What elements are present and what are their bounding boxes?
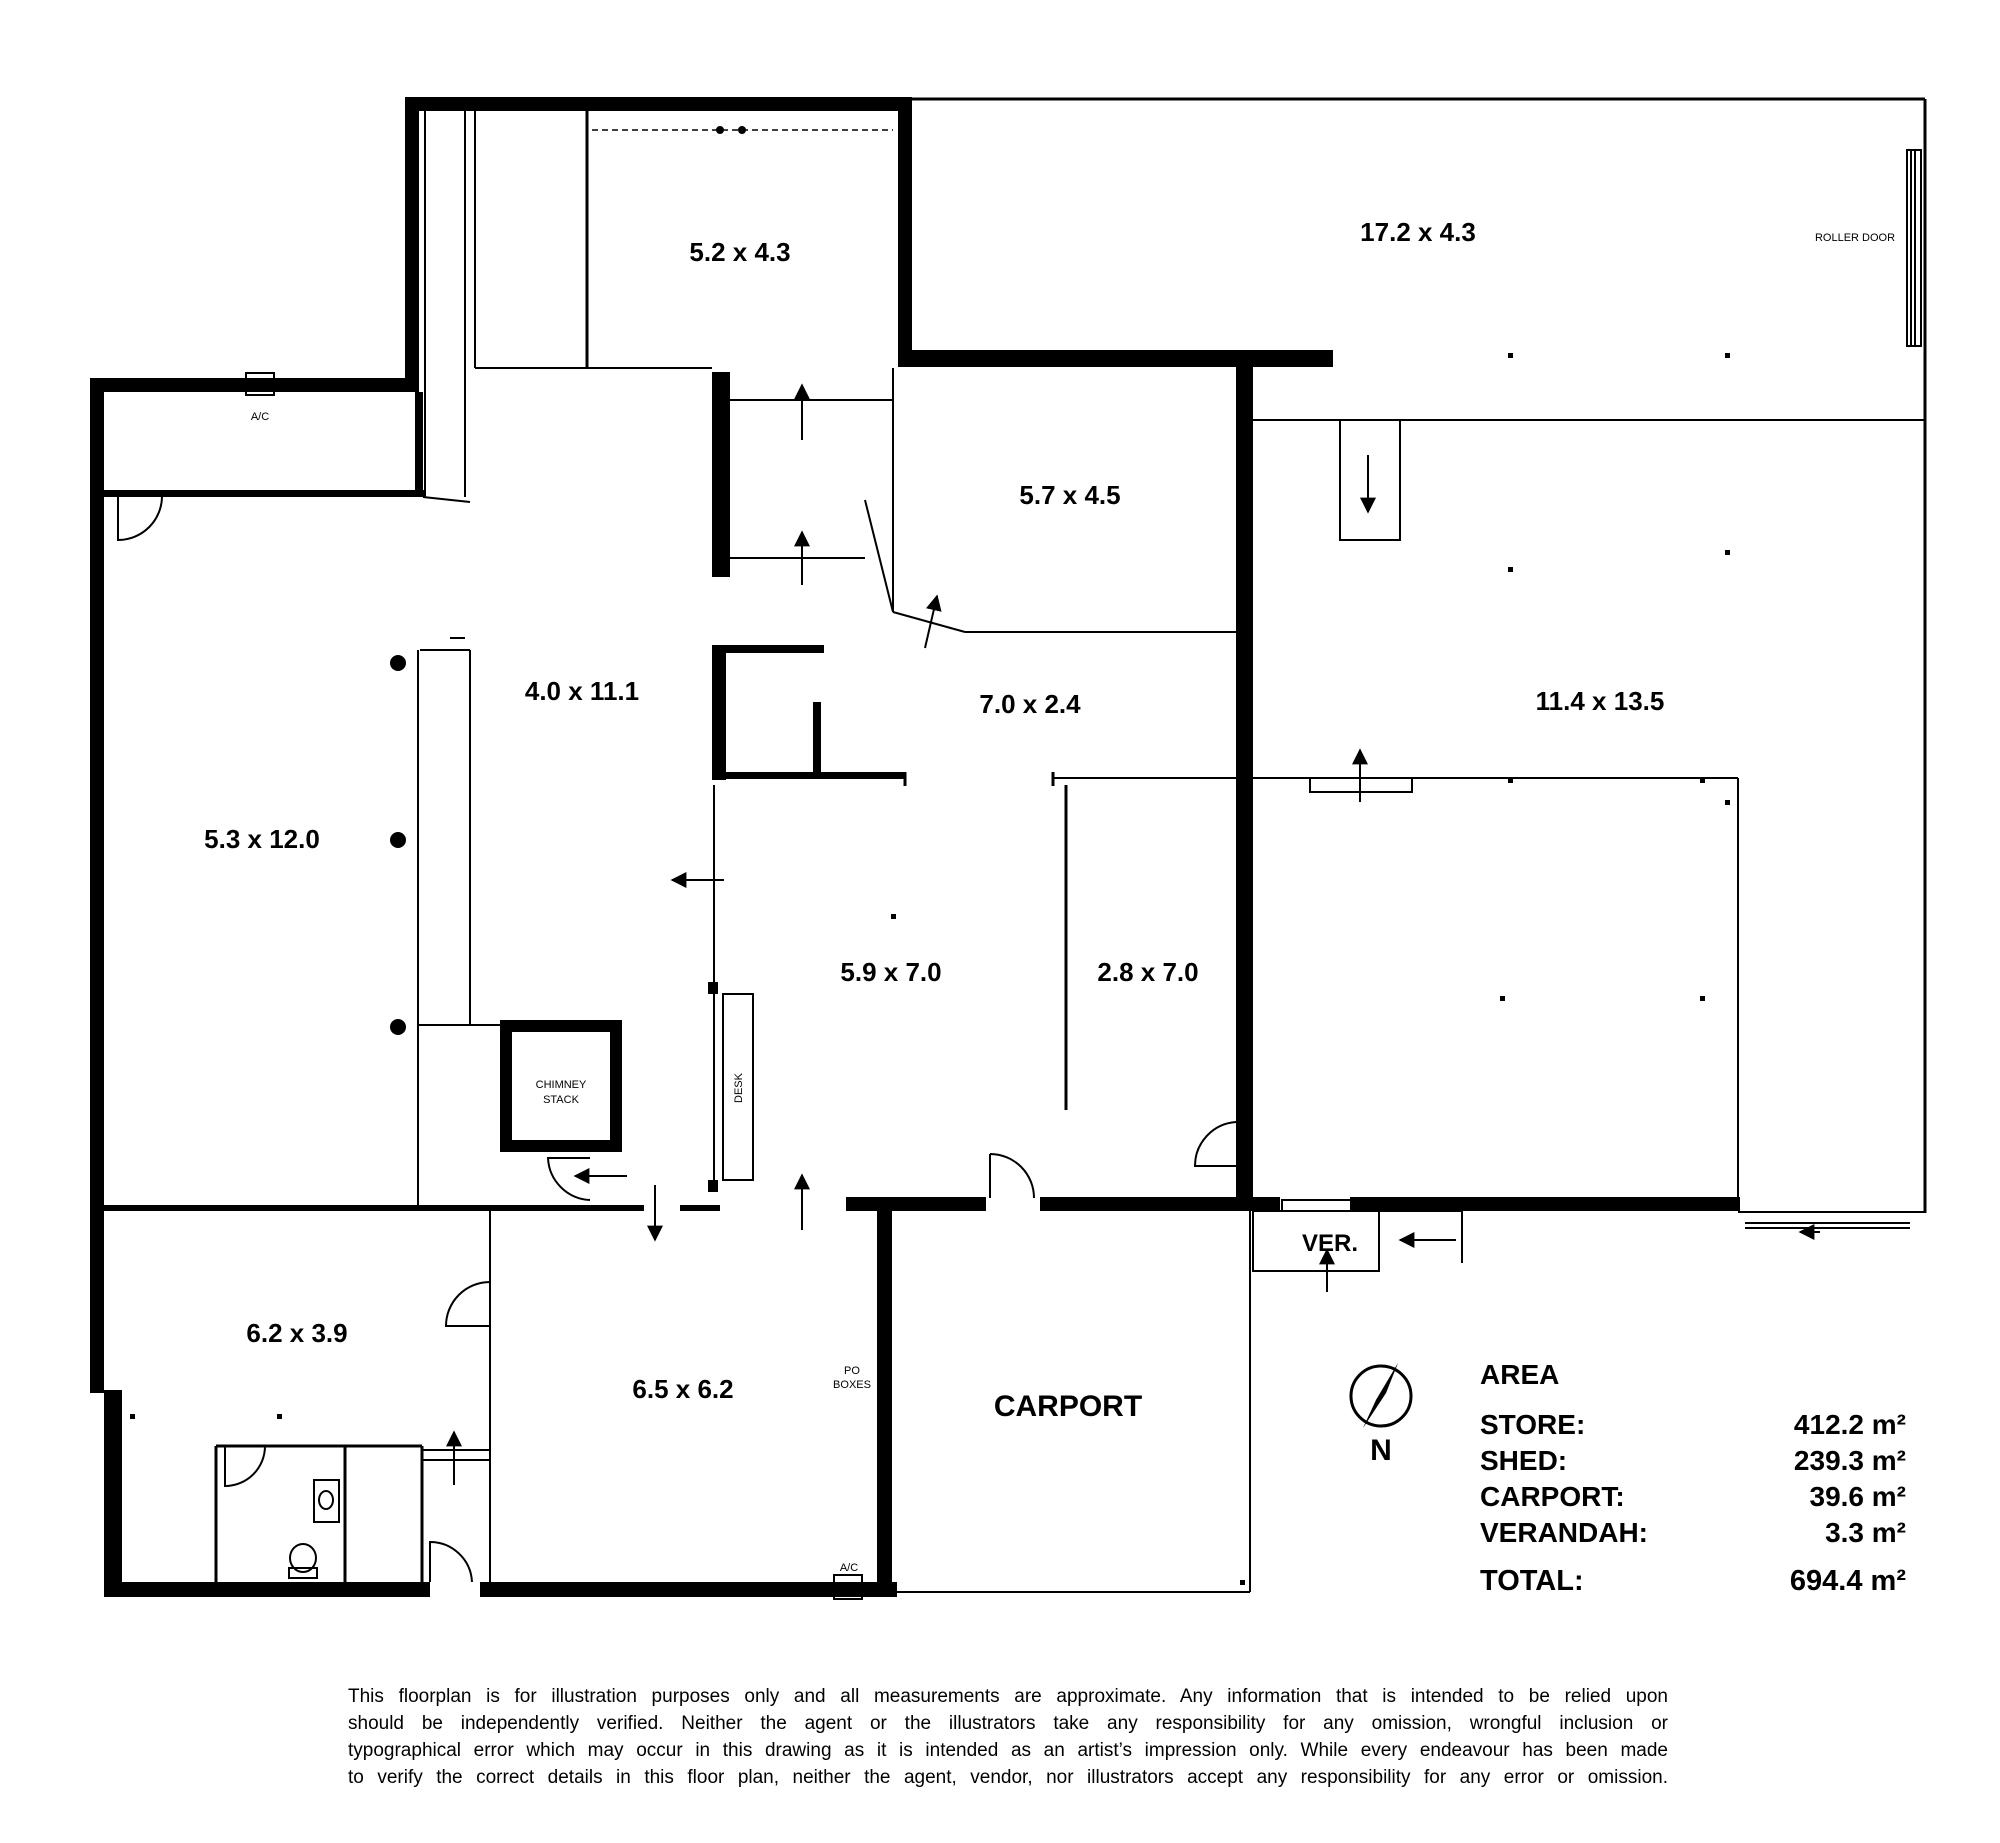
area-title: AREA: [1480, 1359, 1559, 1390]
ac-label: A/C: [251, 411, 269, 423]
room-label: 5.7 x 4.5: [1019, 480, 1120, 510]
room-label: 7.0 x 2.4: [979, 689, 1081, 719]
area-row-value: 39.6 m²: [1810, 1481, 1907, 1512]
disclaimer-line: to verify the correct details in this fl…: [348, 1767, 1668, 1788]
room-label: 5.3 x 12.0: [204, 824, 320, 854]
disclaimer-line: typographical error which may occur in t…: [348, 1740, 1668, 1761]
room-label: 11.4 x 13.5: [1536, 686, 1665, 716]
room-label: 4.0 x 11.1: [525, 676, 639, 706]
flow-arrows: [446, 383, 1820, 1485]
area-total-label: TOTAL:: [1480, 1565, 1584, 1597]
verandah-label: VER.: [1302, 1230, 1358, 1257]
chimney-label: STACK: [543, 1094, 580, 1106]
north-label: N: [1370, 1434, 1392, 1467]
area-row-label: VERANDAH:: [1480, 1517, 1648, 1548]
room-label: CARPORT: [994, 1390, 1142, 1423]
area-table: AREA STORE: 412.2 m² SHED: 239.3 m² CARP…: [1480, 1359, 1906, 1597]
room-label: 17.2 x 4.3: [1360, 217, 1476, 247]
area-row-value: 412.2 m²: [1794, 1409, 1906, 1440]
po-boxes-label: PO: [844, 1365, 860, 1377]
area-row-value: 239.3 m²: [1794, 1445, 1906, 1476]
north-compass: N: [1349, 1363, 1413, 1467]
ac-label: A/C: [840, 1562, 858, 1574]
room-label: 2.8 x 7.0: [1097, 957, 1198, 987]
roller-door-label: ROLLER DOOR: [1815, 232, 1895, 244]
area-total-value: 694.4 m²: [1790, 1565, 1906, 1597]
interior-lines: [117, 97, 1927, 1600]
fixture-labels: ROLLER DOOR A/C A/C CHIMNEY STACK DESK P…: [251, 232, 1895, 1574]
area-row-label: STORE:: [1480, 1409, 1585, 1440]
desk-label: DESK: [733, 1072, 745, 1103]
area-row-label: SHED:: [1480, 1445, 1567, 1476]
room-label: 6.5 x 6.2: [632, 1374, 733, 1404]
room-label: 5.2 x 4.3: [689, 237, 790, 267]
po-boxes-label: BOXES: [833, 1379, 871, 1391]
room-label: 6.2 x 3.9: [246, 1318, 347, 1348]
disclaimer-text: This floorplan is for illustration purpo…: [348, 1683, 1668, 1791]
disclaimer-line: This floorplan is for illustration purpo…: [348, 1686, 1668, 1707]
chimney-label: CHIMNEY: [536, 1079, 587, 1091]
room-labels: 5.2 x 4.3 17.2 x 4.3 5.7 x 4.5 4.0 x 11.…: [204, 217, 1664, 1423]
area-row-label: CARPORT:: [1480, 1481, 1625, 1512]
exterior-walls: [90, 97, 1740, 1597]
room-label: 5.9 x 7.0: [840, 957, 941, 987]
disclaimer-line: should be independently verified. Neithe…: [348, 1713, 1668, 1734]
area-row-value: 3.3 m²: [1825, 1517, 1906, 1548]
